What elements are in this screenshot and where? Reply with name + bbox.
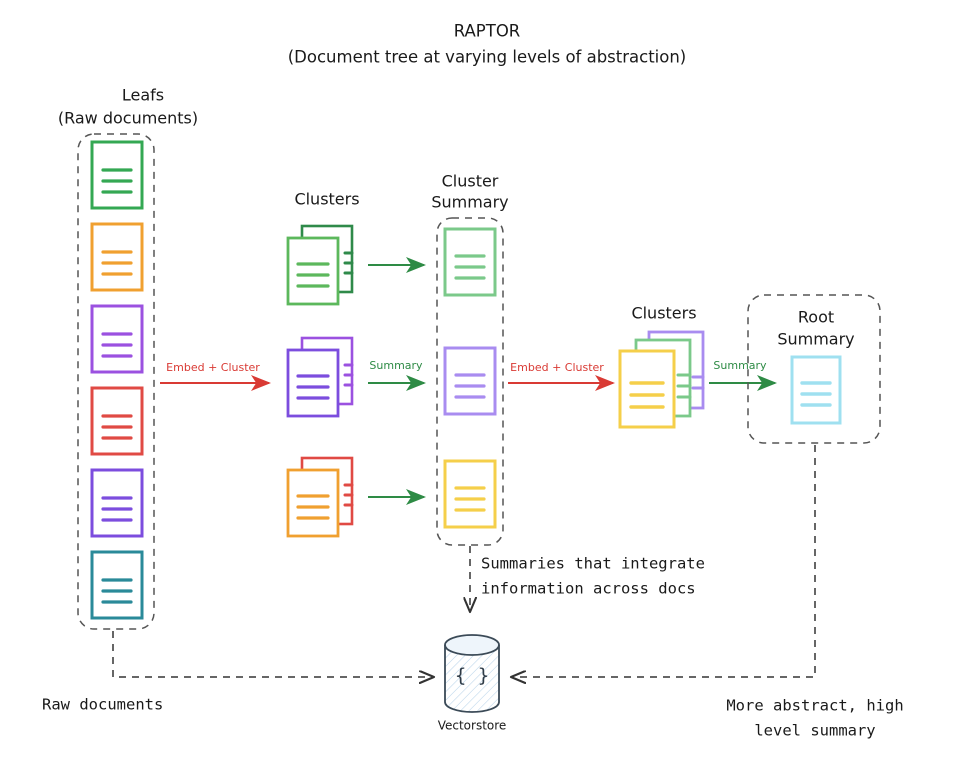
summary-label-2: Summary — [713, 359, 767, 372]
abstract-label-line-2: level summary — [754, 722, 875, 740]
leaves-container — [77, 133, 155, 630]
cluster-purple[interactable] — [286, 336, 354, 418]
leaf-doc-red[interactable] — [90, 386, 144, 456]
clusters-label-1: Clusters — [294, 190, 359, 209]
title-line-1: RAPTOR — [454, 22, 521, 41]
root-summary-group: Root Summary — [747, 294, 881, 444]
raw-documents-label: Raw documents — [42, 696, 163, 714]
cluster-green[interactable] — [286, 224, 354, 306]
title-line-2: (Document tree at varying levels of abst… — [288, 48, 687, 67]
summary-label-1: Summary — [369, 359, 423, 372]
clusters-label-2: Clusters — [631, 304, 696, 323]
connector-leaves-to-vectorstore — [112, 631, 434, 677]
root-summary-label-line-1: Root — [798, 308, 834, 327]
root-cluster-stack[interactable] — [618, 330, 705, 429]
cluster-summary-label-line-1: Cluster — [442, 172, 499, 191]
embed-cluster-label-2: Embed + Cluster — [510, 361, 604, 374]
leaf-doc-violet[interactable] — [90, 468, 144, 538]
root-summary-label-line-2: Summary — [777, 330, 854, 349]
dashed-connectors — [112, 445, 816, 677]
leaf-doc-purple[interactable] — [90, 304, 144, 374]
summaries-annotation-line-2: information across docs — [481, 580, 696, 598]
vectorstore-caption: Vectorstore — [438, 719, 507, 733]
cluster-summary-group: Cluster Summary — [431, 172, 509, 546]
cluster-summary-label-line-2: Summary — [431, 193, 508, 212]
leaf-doc-green[interactable] — [90, 140, 144, 210]
root-summary-container — [747, 294, 881, 444]
summary-doc-green[interactable] — [443, 227, 497, 297]
embed-cluster-arrow-2: Embed + Cluster — [508, 361, 615, 391]
stage2-clusters-group: Clusters — [618, 304, 705, 429]
connector-root-to-vectorstore — [511, 445, 816, 677]
summaries-annotation: Summaries that integrate information acr… — [481, 555, 705, 598]
leaves-label-line-2: (Raw documents) — [58, 109, 198, 128]
cluster-orange[interactable] — [286, 456, 354, 538]
summaries-annotation-line-1: Summaries that integrate — [481, 555, 705, 573]
bottom-labels: Raw documents More abstract, high level … — [42, 696, 904, 740]
vectorstore[interactable]: { } Vectorstore — [438, 634, 507, 733]
leaves-group: Leafs (Raw documents) — [58, 86, 198, 630]
embed-cluster-arrow-1: Embed + Cluster — [160, 361, 271, 391]
vectorstore-glyph: { } — [455, 665, 489, 687]
summary-arrow-stage2: Summary — [709, 359, 777, 391]
leaf-doc-orange[interactable] — [90, 222, 144, 292]
vectorstore-top — [444, 634, 500, 656]
page-title: RAPTOR (Document tree at varying levels … — [288, 22, 687, 67]
root-summary-doc[interactable] — [790, 355, 842, 425]
summary-doc-yellow[interactable] — [443, 459, 497, 529]
stage1-clusters-group: Clusters — [286, 190, 360, 538]
summary-arrows-stage1: Summary — [368, 257, 426, 505]
embed-cluster-label-1: Embed + Cluster — [166, 361, 260, 374]
leaf-doc-teal[interactable] — [90, 550, 144, 620]
abstract-label-line-1: More abstract, high — [726, 697, 903, 715]
leaves-label-line-1: Leafs — [122, 86, 164, 105]
summary-doc-purple[interactable] — [443, 346, 497, 416]
cluster-summary-container — [436, 217, 504, 546]
